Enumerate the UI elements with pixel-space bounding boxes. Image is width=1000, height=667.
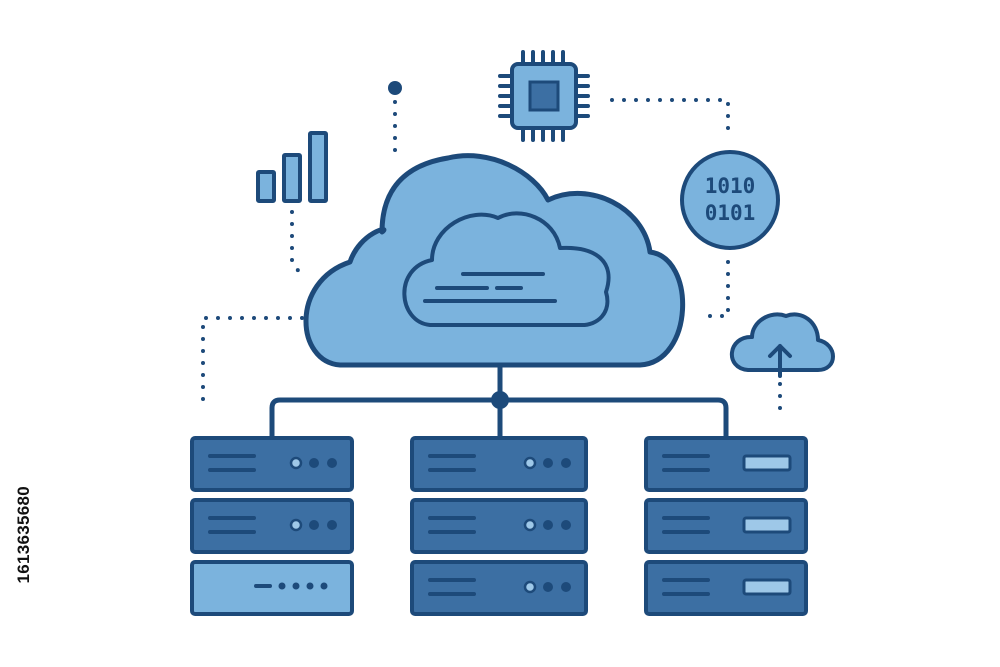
- server-unit: [190, 498, 354, 554]
- server-unit: [190, 436, 354, 492]
- status-led: [320, 582, 328, 590]
- binary-icon: 1010 0101: [680, 150, 780, 250]
- status-led: [523, 580, 537, 594]
- drive-slot: [742, 454, 792, 472]
- status-led: [278, 582, 286, 590]
- server-rack-right: [644, 436, 808, 616]
- status-led: [561, 458, 571, 468]
- server-unit: [644, 436, 808, 492]
- status-led: [327, 458, 337, 468]
- status-led: [523, 518, 537, 532]
- status-led: [561, 582, 571, 592]
- connector-left: [201, 316, 304, 407]
- connector-chip: [610, 98, 730, 142]
- status-led: [306, 582, 314, 590]
- server-rack-left: [190, 436, 354, 616]
- stock-id-text: 1613635680: [14, 486, 33, 584]
- bar-chart-icon: [256, 131, 328, 203]
- main-cloud-icon: [303, 153, 686, 368]
- status-led: [561, 520, 571, 530]
- chip-icon: [498, 50, 590, 142]
- node-dot: [388, 81, 402, 95]
- binary-line-1: 1010: [705, 174, 756, 198]
- status-led: [309, 520, 319, 530]
- server-unit: [410, 560, 588, 616]
- status-led: [543, 582, 553, 592]
- server-racks: [190, 436, 808, 616]
- status-led: [523, 456, 537, 470]
- status-led: [309, 458, 319, 468]
- connector-binary: [696, 260, 730, 318]
- status-led: [292, 582, 300, 590]
- cloud-upload-icon: [729, 312, 835, 378]
- server-unit: [644, 498, 808, 554]
- server-unit: [410, 498, 588, 554]
- drive-slot: [742, 578, 792, 596]
- status-led: [327, 520, 337, 530]
- binary-line-2: 0101: [705, 201, 756, 225]
- server-rack-middle: [410, 436, 588, 616]
- status-led: [543, 520, 553, 530]
- network-hub: [491, 391, 509, 409]
- server-unit: [644, 560, 808, 616]
- connector-chart: [290, 210, 304, 278]
- server-unit: [410, 436, 588, 492]
- status-led: [289, 456, 303, 470]
- status-led: [289, 518, 303, 532]
- server-unit: [190, 560, 354, 616]
- status-led: [543, 458, 553, 468]
- dotted-connectors: [201, 98, 782, 414]
- drive-slot: [742, 516, 792, 534]
- stock-id-label: 1613635680: [14, 425, 34, 645]
